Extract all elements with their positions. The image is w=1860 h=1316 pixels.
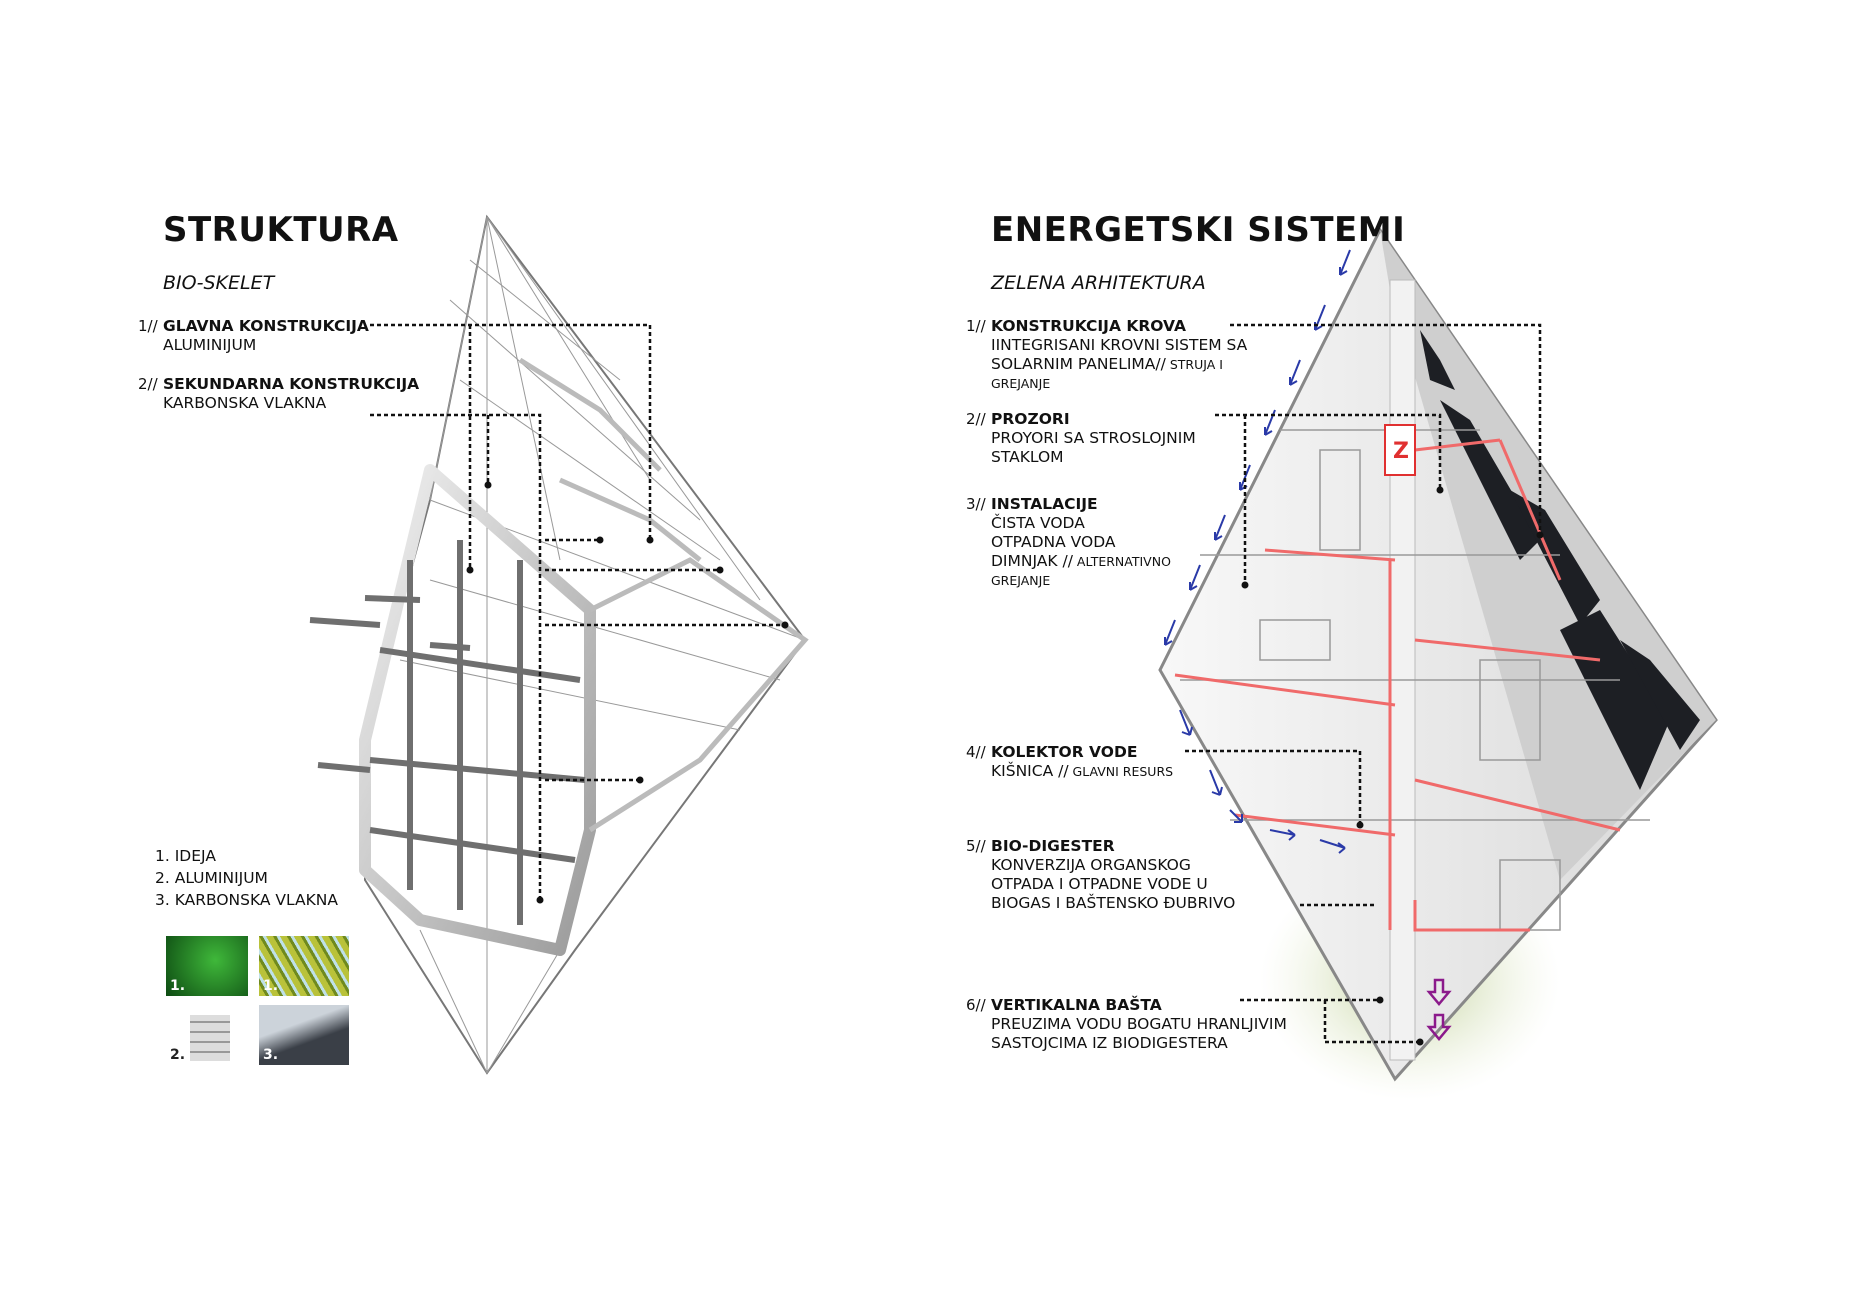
structure-title: STRUKTURA — [163, 210, 399, 250]
energy-item-4: 4// KOLEKTOR VODE KIŠNICA // GLAVNI RESU… — [966, 743, 1174, 780]
energy-item-1: 1// KONSTRUKCIJA KROVA IINTEGRISANI KROV… — [966, 317, 1248, 391]
energy-title: ENERGETSKI SISTEMI — [991, 210, 1406, 250]
palm-leaf-image: 1. — [259, 936, 349, 996]
rain-arrows — [1164, 249, 1351, 854]
energy-item-6: 6// VERTIKALNA BAŠTA PREUZIMA VODU BOGAT… — [966, 996, 1287, 1052]
energy-item-3: 3// INSTALACIJE ČISTA VODA OTPADNA VODA … — [966, 495, 1171, 588]
heating-lines — [1174, 438, 1621, 932]
energy-item-5: 5// BIO-DIGESTER KONVERZIJA ORGANSKOG OT… — [966, 837, 1236, 912]
structure-item-1: 1// GLAVNA KONSTRUKCIJA ALUMINIJUM — [138, 317, 369, 354]
material-legend: 1. IDEJA 2. ALUMINIJUM 3. KARBONSKA VLAK… — [155, 847, 338, 909]
bio-skeleton-structure — [309, 214, 809, 1075]
solar-panels — [1420, 330, 1700, 790]
aluminium-profiles-image: 2. — [166, 1005, 248, 1065]
structure-subtitle: BIO-SKELET — [163, 272, 275, 294]
nutrient-arrows — [1426, 978, 1452, 1041]
structure-item-2: 2// SEKUNDARNA KONSTRUKCIJA KARBONSKA VL… — [138, 375, 420, 412]
energy-item-2: 2// PROZORI PROYORI SA STROSLOJNIM STAKL… — [966, 410, 1196, 466]
svg-text:Z: Z — [1393, 439, 1409, 464]
energy-subtitle: ZELENA ARHITEKTURA — [991, 272, 1206, 294]
energy-systems-house: Z — [1158, 227, 1718, 1100]
chimney-box — [1384, 424, 1416, 476]
leaf-texture-image: 1. — [166, 936, 248, 996]
carbon-fiber-image: 3. — [259, 1005, 349, 1065]
